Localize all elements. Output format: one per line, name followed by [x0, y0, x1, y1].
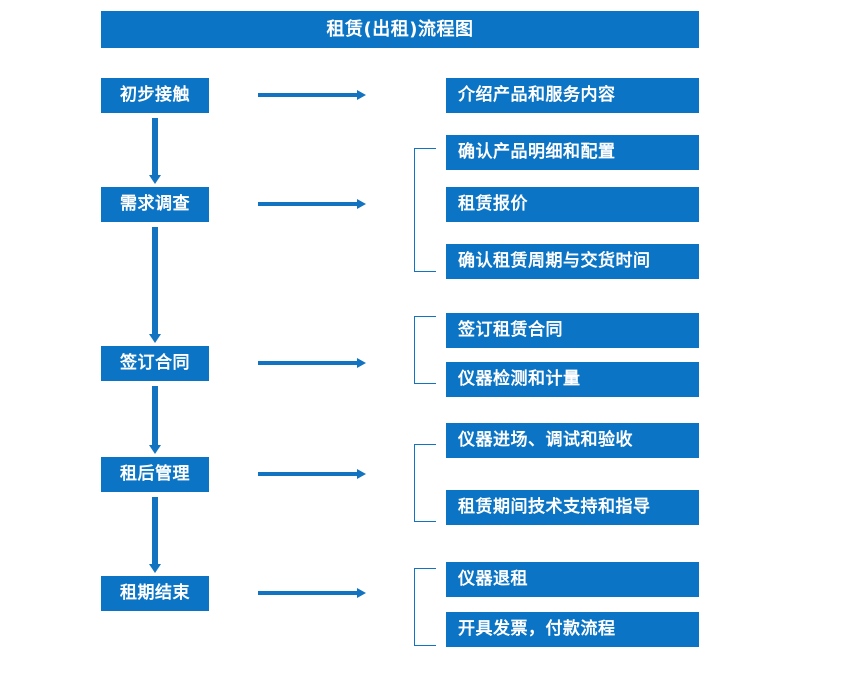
detail-box-7[interactable]: 仪器进场、调试和验收 [446, 423, 699, 458]
stage-box-1[interactable]: 初步接触 [101, 78, 209, 113]
detail-box-2[interactable]: 确认产品明细和配置 [446, 135, 699, 170]
detail-box-3[interactable]: 租赁报价 [446, 187, 699, 222]
horizontal-arrow-4 [258, 469, 366, 479]
detail-box-4[interactable]: 确认租赁周期与交货时间 [446, 244, 699, 279]
vertical-arrow-4 [149, 497, 161, 573]
horizontal-arrow-3 [258, 358, 366, 368]
stage-box-3[interactable]: 签订合同 [101, 346, 209, 381]
horizontal-arrow-5 [258, 588, 366, 598]
group-bracket-2 [414, 148, 436, 272]
detail-box-1[interactable]: 介绍产品和服务内容 [446, 78, 699, 113]
group-bracket-3 [414, 316, 436, 384]
vertical-arrow-3 [149, 386, 161, 454]
detail-box-8[interactable]: 租赁期间技术支持和指导 [446, 490, 699, 525]
horizontal-arrow-1 [258, 90, 366, 100]
detail-box-6[interactable]: 仪器检测和计量 [446, 362, 699, 397]
vertical-arrow-1 [149, 118, 161, 184]
detail-box-10[interactable]: 开具发票，付款流程 [446, 612, 699, 647]
stage-box-4[interactable]: 租后管理 [101, 457, 209, 492]
stage-box-2[interactable]: 需求调查 [101, 187, 209, 222]
group-bracket-4 [414, 444, 436, 522]
detail-box-5[interactable]: 签订租赁合同 [446, 313, 699, 348]
group-bracket-5 [414, 568, 436, 646]
stage-box-5[interactable]: 租期结束 [101, 576, 209, 611]
chart-title: 租赁(出租)流程图 [101, 11, 699, 48]
detail-box-9[interactable]: 仪器退租 [446, 562, 699, 597]
vertical-arrow-2 [149, 227, 161, 343]
horizontal-arrow-2 [258, 199, 366, 209]
